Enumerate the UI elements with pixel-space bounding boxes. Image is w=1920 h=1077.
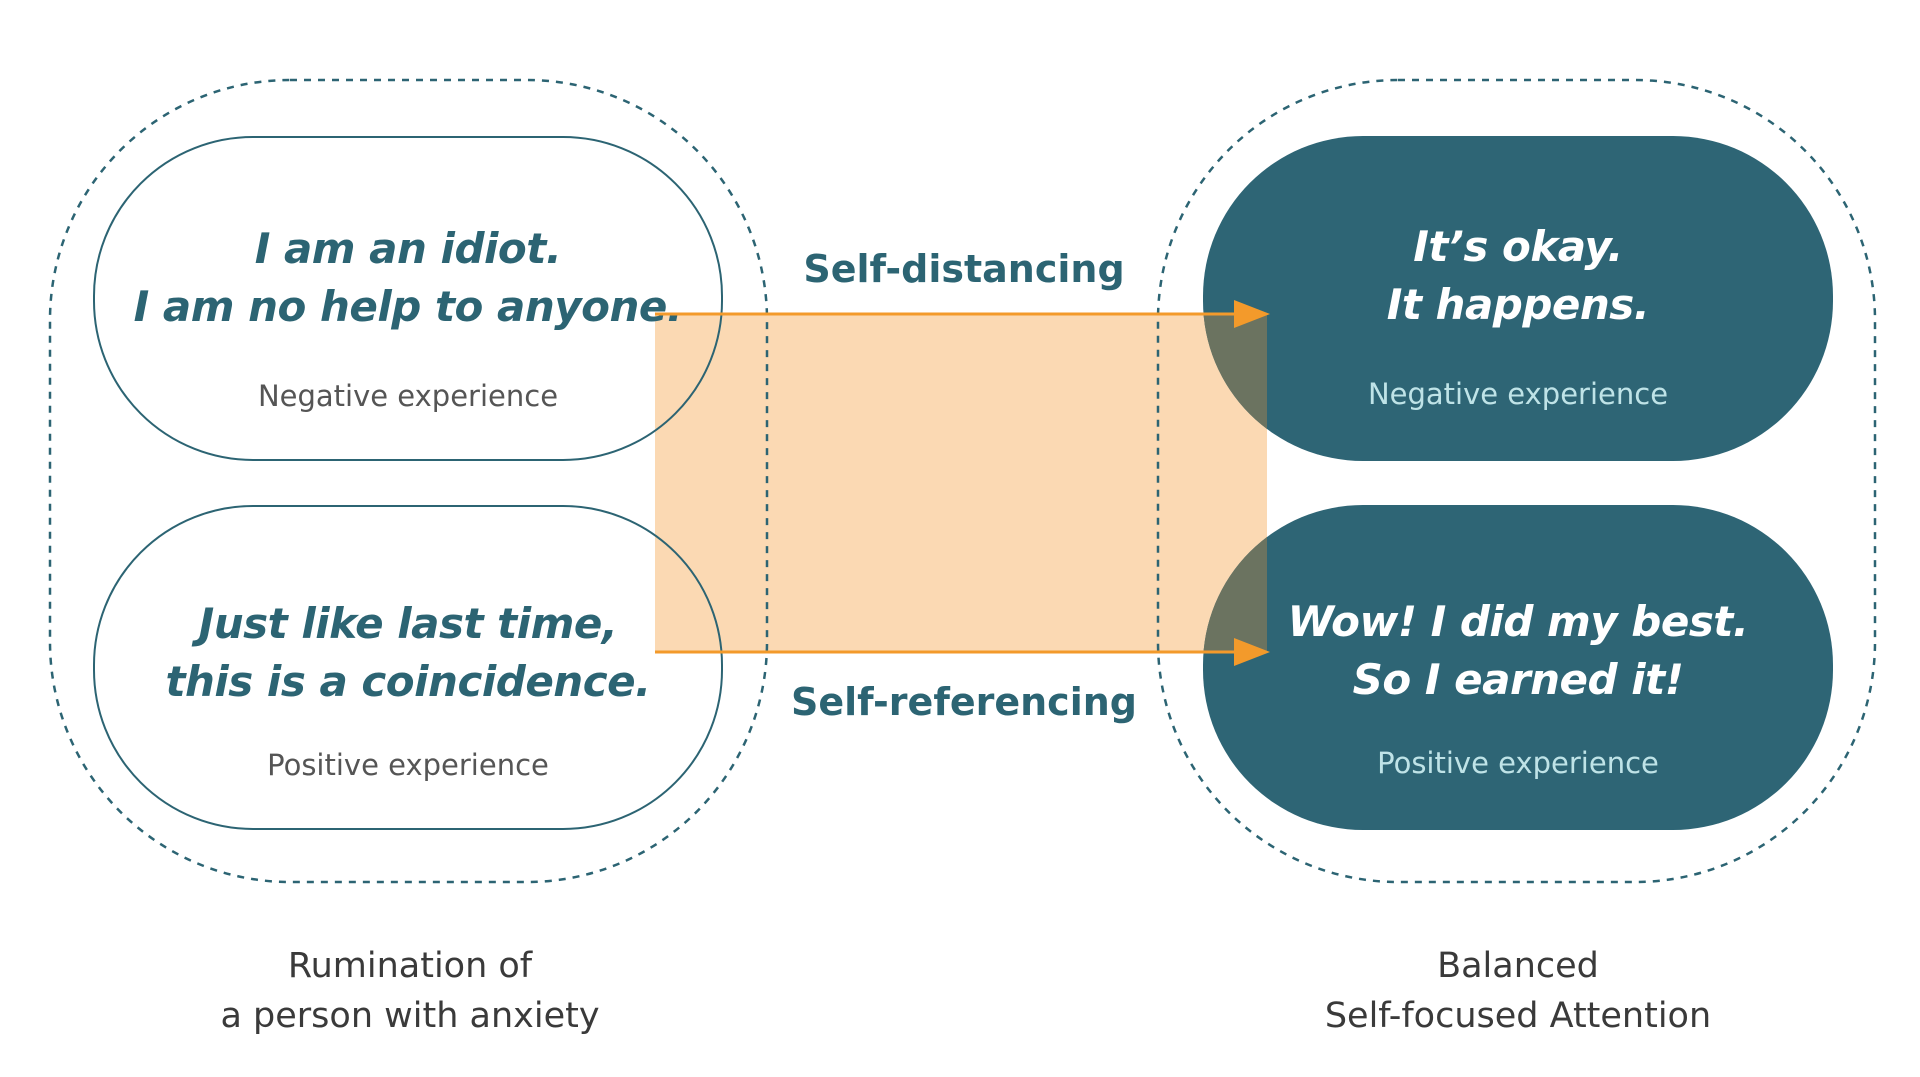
left-negative-quote-line2: I am no help to anyone. (133, 282, 683, 331)
right-group-frame (1156, 78, 1877, 884)
right-group-caption: Balanced Self-focused Attention (1218, 941, 1818, 1041)
left-positive-card: Just like last time, this is a coinciden… (93, 505, 723, 830)
right-positive-quote-line2: So I earned it! (1352, 655, 1684, 704)
left-negative-label: Negative experience (257, 379, 559, 413)
right-negative-quote-line2: It happens. (1386, 280, 1650, 329)
left-group-frame (48, 78, 769, 884)
right-negative-quote-line1: It’s okay. (1413, 222, 1623, 271)
left-caption-line2: a person with anxiety (220, 996, 600, 1036)
left-negative-quote-line1: I am an idiot. (254, 224, 562, 273)
right-negative-label: Negative experience (1367, 377, 1669, 411)
right-negative-quote: It’s okay. It happens. (1203, 218, 1833, 334)
left-positive-label: Positive experience (267, 748, 549, 782)
left-group-caption: Rumination of a person with anxiety (110, 941, 710, 1041)
left-caption-line1: Rumination of (287, 946, 533, 986)
right-positive-card: Wow! I did my best. So I earned it! Posi… (1203, 505, 1833, 830)
right-caption-line1: Balanced (1437, 946, 1599, 986)
left-positive-quote: Just like last time, this is a coinciden… (95, 595, 721, 711)
self-distancing-label: Self-distancing (803, 247, 1125, 291)
transfer-band (655, 313, 1267, 653)
right-positive-quote: Wow! I did my best. So I earned it! (1203, 593, 1833, 709)
left-positive-quote-line1: Just like last time, (198, 599, 618, 648)
right-caption-line2: Self-focused Attention (1324, 996, 1712, 1036)
right-positive-quote-line1: Wow! I did my best. (1287, 597, 1749, 646)
left-negative-card: I am an idiot. I am no help to anyone. N… (93, 136, 723, 461)
right-negative-card: It’s okay. It happens. Negative experien… (1203, 136, 1833, 461)
right-positive-label: Positive experience (1377, 746, 1659, 780)
self-referencing-label: Self-referencing (791, 680, 1137, 724)
left-positive-quote-line2: this is a coincidence. (165, 657, 651, 706)
left-negative-quote: I am an idiot. I am no help to anyone. (95, 220, 721, 336)
